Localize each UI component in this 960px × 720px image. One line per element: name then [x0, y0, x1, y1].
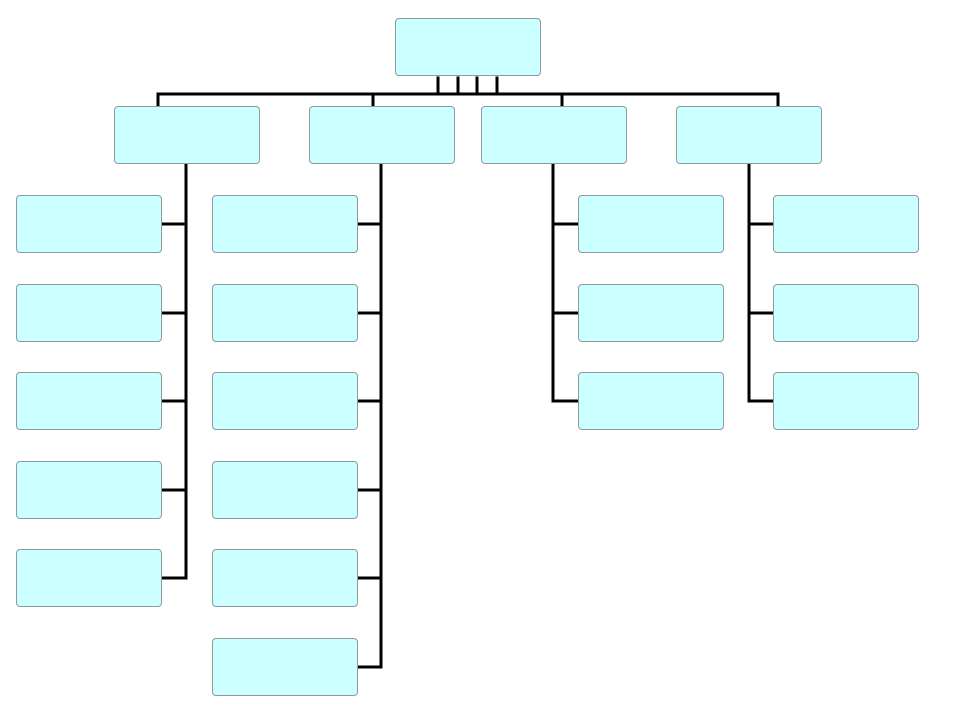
- child-node: [773, 284, 919, 342]
- child-node: [578, 195, 724, 253]
- child-node: [212, 195, 358, 253]
- child-node: [773, 195, 919, 253]
- root-node: [395, 18, 541, 76]
- level1-node: [309, 106, 455, 164]
- child-node: [773, 372, 919, 430]
- level1-node: [481, 106, 627, 164]
- child-node: [578, 284, 724, 342]
- level1-node: [676, 106, 822, 164]
- child-node: [212, 549, 358, 607]
- child-node: [212, 284, 358, 342]
- child-node: [212, 638, 358, 696]
- child-node: [16, 549, 162, 607]
- child-node: [578, 372, 724, 430]
- child-node: [16, 461, 162, 519]
- child-node: [212, 461, 358, 519]
- child-node: [16, 372, 162, 430]
- child-node: [16, 284, 162, 342]
- child-node: [212, 372, 358, 430]
- child-node: [16, 195, 162, 253]
- level1-node: [114, 106, 260, 164]
